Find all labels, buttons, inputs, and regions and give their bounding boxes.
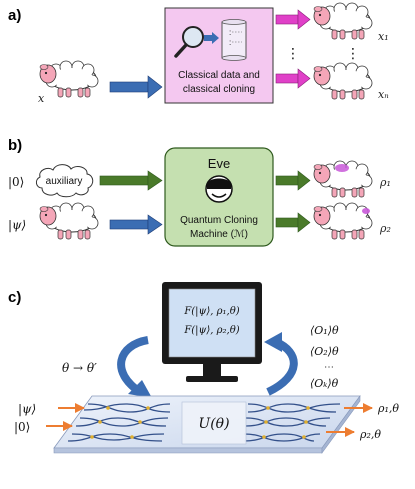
magnifier-icon (174, 26, 204, 58)
output-sheep-an (313, 62, 373, 100)
phase-shifters (90, 406, 310, 439)
input-sheep-a (39, 60, 99, 98)
ket-zero-b: |0⟩ (8, 175, 24, 189)
output-rho2: ρ₂ (379, 222, 391, 235)
auxiliary-cloud (35, 164, 94, 198)
monitor-screen (168, 288, 256, 358)
output-sheep-a1 (313, 2, 373, 40)
purple-patch-2 (362, 208, 370, 214)
output-rho2-theta: ρ₂,θ (359, 428, 381, 441)
panel-a-label: a) (8, 7, 21, 24)
purple-patch-1 (335, 164, 349, 172)
classical-cloning-box (164, 7, 274, 104)
curved-arrow-left (117, 336, 152, 398)
svg-text::: : (229, 28, 231, 37)
panel-c-label: c) (8, 289, 21, 306)
unitary-box (181, 401, 247, 445)
eve-label: Eve (208, 156, 230, 171)
inner-arrow (204, 32, 219, 44)
observable-2: ⟨O₂⟩θ (310, 345, 339, 358)
arrow-out-b1 (275, 170, 311, 191)
classical-box-line2: classical cloning (183, 84, 255, 95)
fidelity-2: F(|ψ⟩, ρ₂,θ) (183, 325, 239, 336)
arrow-out-a1 (275, 9, 311, 30)
fidelity-1: F(|ψ⟩, ρ₁,θ) (183, 306, 239, 317)
output-label-x1: x₁ (378, 30, 389, 43)
output-rho1: ρ₁ (379, 176, 391, 189)
document-icon: : : (221, 19, 247, 61)
waveguides (67, 403, 341, 442)
auxiliary-label: auxiliary (46, 176, 83, 187)
machine-line2: Machine (ℳ) (190, 229, 248, 240)
input-sheep-b (39, 202, 99, 240)
classical-box-line1: Classical data and (178, 70, 260, 81)
svg-text::: : (229, 38, 231, 47)
observable-k: ⟨Oₖ⟩θ (310, 377, 339, 390)
observable-1: ⟨O₁⟩θ (310, 324, 339, 337)
output-arrows-c (326, 403, 373, 437)
eve-face-icon (205, 175, 233, 203)
arrow-out-an (275, 68, 311, 89)
arrow-in-a (109, 75, 163, 99)
input-arrows-c (46, 403, 85, 431)
computer-monitor (162, 282, 262, 382)
input-psi-c: |ψ⟩ (18, 402, 36, 416)
arrow-out-b2 (275, 212, 311, 233)
arrow-aux-b (99, 170, 163, 191)
input-zero-c: |0⟩ (14, 420, 30, 434)
observable-ellipsis: ⋯ (324, 362, 334, 373)
panel-b-label: b) (8, 137, 22, 154)
vertical-ellipsis-2: ⋮ (346, 46, 360, 62)
output-label-xn: xₙ (378, 88, 389, 101)
input-label-x: x (38, 92, 45, 105)
machine-line1: Quantum Cloning (180, 215, 258, 226)
arrow-psi-b (109, 214, 163, 235)
output-sheep-b2 (313, 202, 373, 240)
vertical-ellipsis-1: ⋮ (286, 46, 300, 62)
unitary-label: U(θ) (198, 416, 229, 432)
output-rho1-theta: ρ₁,θ (377, 402, 399, 415)
theta-update-label: θ → θ′ (62, 361, 97, 375)
curved-arrow-right (264, 332, 298, 396)
ket-psi-b: |ψ⟩ (8, 218, 26, 232)
